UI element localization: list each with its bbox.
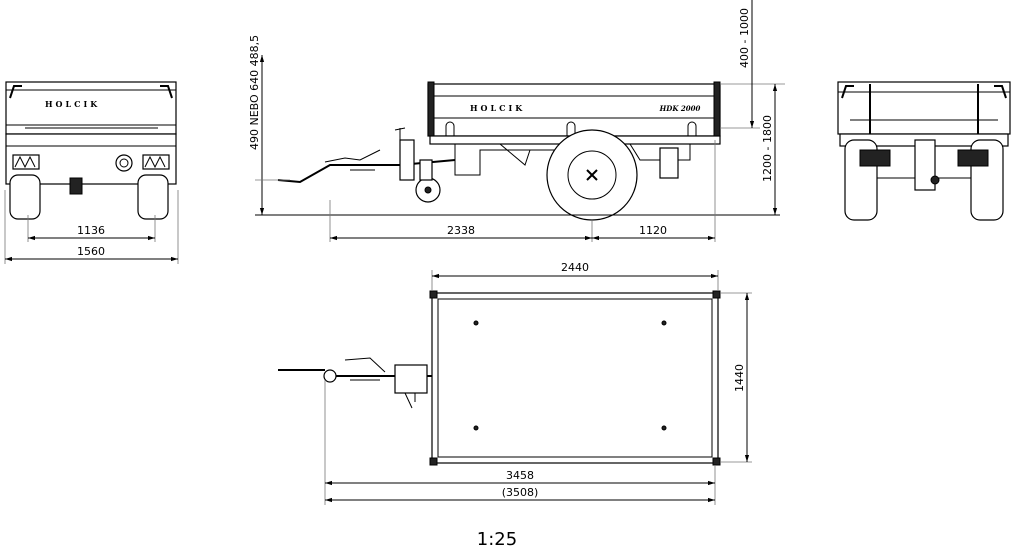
rear-right-wheel [137, 174, 169, 220]
rear-brand-label: HOLCIK [45, 99, 100, 109]
dim-sideboard-height: 400 - 1000 [738, 8, 751, 68]
rear-left-wheel [9, 174, 41, 220]
dim-rear-width: 1560 [77, 245, 105, 258]
side-view: HOLCIK HDK 2000 490 NEBO 640 488,5 400 -… [248, 0, 785, 242]
drawing-scale: 1:25 [477, 529, 517, 550]
dim-total-length: 3458 [506, 469, 534, 482]
dim-axle-to-rear: 1120 [639, 224, 667, 237]
dim-hitch-to-axle: 2338 [447, 224, 475, 237]
top-box [431, 292, 719, 464]
side-model-label: HDK 2000 [659, 104, 701, 113]
front-view [837, 81, 1011, 221]
dim-box-width: 1440 [733, 364, 746, 392]
side-brand-label: HOLCIK [470, 103, 525, 113]
top-view: 2440 1440 3458 (3508) [278, 261, 752, 505]
rear-socket [115, 154, 133, 172]
dim-total-height: 1200 - 1800 [761, 115, 774, 182]
dim-rear-track: 1136 [77, 224, 105, 237]
dim-drawbar-height: 490 NEBO 640 488,5 [248, 35, 261, 150]
front-box [837, 81, 1011, 135]
dim-box-length: 2440 [561, 261, 589, 274]
rear-view: HOLCIK 1136 1560 [4, 81, 179, 264]
dim-total-length-alt: (3508) [502, 486, 539, 499]
